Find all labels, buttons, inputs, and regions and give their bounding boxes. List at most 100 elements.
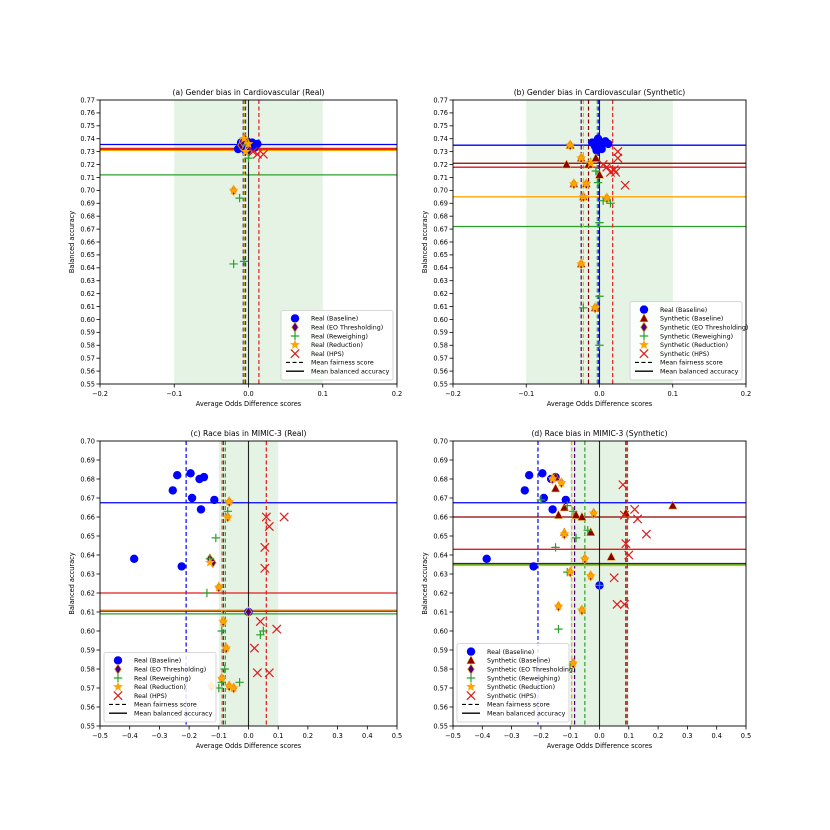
y-tick-label: 0.62 bbox=[80, 290, 95, 298]
y-axis-label: Balanced accuracy bbox=[68, 211, 76, 273]
data-point bbox=[632, 514, 643, 524]
data-point bbox=[548, 505, 557, 514]
data-point bbox=[571, 509, 581, 519]
y-tick-label: 0.61 bbox=[433, 303, 448, 311]
data-point bbox=[202, 588, 212, 598]
x-tick-label: 0.3 bbox=[682, 732, 693, 740]
x-axis-label: Average Odds Difference scores bbox=[547, 742, 653, 750]
data-point bbox=[576, 152, 587, 163]
y-tick-label: 0.67 bbox=[433, 225, 448, 233]
data-point bbox=[250, 143, 259, 152]
data-point bbox=[235, 678, 244, 687]
y-tick-label: 0.55 bbox=[80, 722, 95, 730]
y-tick-label: 0.77 bbox=[80, 96, 95, 104]
y-tick-label: 0.67 bbox=[80, 225, 95, 233]
y-tick-label: 0.56 bbox=[433, 703, 448, 711]
series-real-hps- bbox=[249, 512, 289, 678]
legend-label: Mean fairness score bbox=[134, 702, 197, 709]
data-point bbox=[239, 133, 249, 143]
legend-label: Mean balanced accuracy bbox=[487, 711, 566, 718]
legend-marker bbox=[290, 339, 300, 350]
data-point bbox=[244, 606, 253, 618]
data-point bbox=[252, 668, 263, 678]
y-tick-label: 0.69 bbox=[433, 200, 448, 208]
y-tick-label: 0.61 bbox=[433, 608, 448, 616]
x-tick-label: 0.5 bbox=[392, 732, 403, 740]
legend-label: Real (Baseline) bbox=[487, 649, 534, 656]
legend-marker bbox=[466, 647, 476, 656]
data-point bbox=[129, 554, 139, 563]
legend-label: Mean balanced accuracy bbox=[660, 369, 739, 376]
y-tick-label: 0.66 bbox=[80, 513, 95, 521]
data-point bbox=[216, 673, 227, 683]
data-point bbox=[579, 553, 590, 564]
y-tick-label: 0.75 bbox=[433, 122, 448, 130]
legend-label: Synthetic (EO Thresholding) bbox=[660, 325, 748, 332]
legend-label: Synthetic (HPS) bbox=[660, 351, 709, 358]
y-tick-label: 0.63 bbox=[80, 277, 95, 285]
data-point bbox=[568, 507, 578, 516]
y-tick-label: 0.63 bbox=[433, 570, 448, 578]
data-point bbox=[264, 521, 274, 532]
y-tick-label: 0.55 bbox=[433, 722, 448, 730]
data-point bbox=[529, 562, 538, 571]
data-point bbox=[561, 495, 571, 505]
data-point bbox=[272, 624, 282, 634]
data-point bbox=[595, 292, 604, 301]
x-tick-label: 0.0 bbox=[594, 732, 605, 740]
data-point bbox=[556, 477, 567, 488]
x-tick-label: 0.0 bbox=[243, 732, 254, 740]
series-real-reduction- bbox=[228, 133, 254, 195]
data-point bbox=[609, 165, 619, 175]
legend-marker bbox=[639, 305, 649, 314]
series-real-reweighing- bbox=[202, 507, 268, 693]
y-tick-label: 0.65 bbox=[80, 532, 95, 540]
data-point bbox=[593, 134, 603, 143]
legend-marker bbox=[290, 348, 300, 359]
data-point bbox=[168, 486, 177, 495]
data-point bbox=[260, 563, 270, 573]
data-point bbox=[590, 302, 601, 313]
x-tick-label: −0.2 bbox=[445, 390, 461, 398]
data-point bbox=[559, 502, 569, 512]
data-point bbox=[228, 185, 239, 195]
y-axis-label: Balanced accuracy bbox=[68, 552, 76, 614]
legend-box bbox=[280, 309, 394, 381]
legend-marker bbox=[113, 681, 123, 692]
legend-marker bbox=[113, 690, 123, 701]
y-tick-label: 0.60 bbox=[433, 627, 448, 635]
legend: Real (Baseline)Real (EO Thresholding)Rea… bbox=[103, 652, 217, 723]
legend-label: Synthetic (Reweighing) bbox=[660, 333, 733, 340]
data-point bbox=[593, 178, 603, 187]
y-tick-label: 0.64 bbox=[80, 551, 95, 559]
y-axis-label: Balanced accuracy bbox=[421, 552, 429, 614]
y-tick-label: 0.65 bbox=[80, 251, 95, 259]
y-tick-label: 0.61 bbox=[80, 303, 95, 311]
y-tick-label: 0.63 bbox=[80, 570, 95, 578]
plot-area bbox=[100, 100, 397, 384]
x-tick-label: −0.3 bbox=[151, 732, 167, 740]
data-point bbox=[613, 147, 623, 157]
data-point bbox=[618, 480, 628, 490]
legend-label: Synthetic (EO Thresholding) bbox=[487, 667, 575, 674]
data-point bbox=[559, 528, 570, 539]
data-point bbox=[538, 469, 547, 478]
y-tick-label: 0.69 bbox=[80, 200, 95, 208]
data-point bbox=[204, 557, 215, 567]
legend-marker bbox=[639, 339, 649, 350]
series-synthetic-hps- bbox=[609, 480, 652, 610]
data-point bbox=[482, 554, 491, 563]
legend-label: Mean fairness score bbox=[660, 360, 723, 367]
y-tick-label: 0.70 bbox=[433, 437, 448, 445]
data-point bbox=[578, 191, 589, 202]
legend-label: Synthetic (Reduction) bbox=[660, 342, 728, 349]
legend-label: Real (Reduction) bbox=[134, 684, 186, 691]
data-point bbox=[563, 501, 572, 510]
y-tick-label: 0.62 bbox=[80, 589, 95, 597]
data-point bbox=[595, 581, 604, 590]
series-real-baseline- bbox=[587, 134, 613, 155]
chart-title: (a) Gender bias in Cardiovascular (Real) bbox=[173, 88, 325, 97]
